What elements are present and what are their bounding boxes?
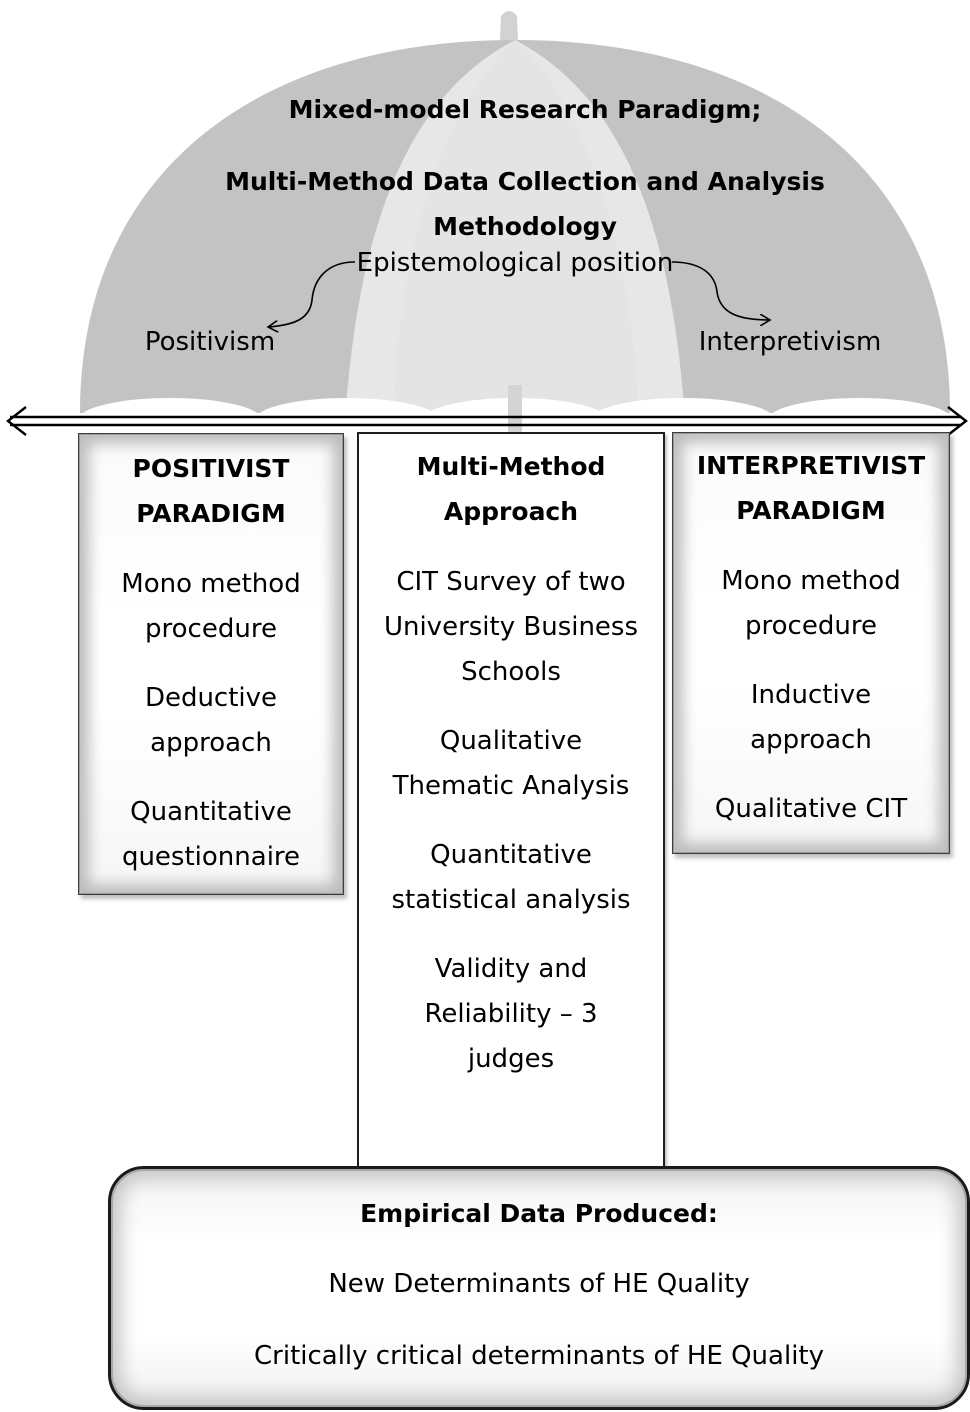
curved-arrow-right <box>671 261 770 320</box>
box-item-line: Schools <box>461 657 561 687</box>
positivism-label: Positivism <box>144 327 276 357</box>
positivist-paradigm-box: POSITIVIST PARADIGM Mono method procedur… <box>78 433 344 895</box>
box-item-line: University Business <box>383 612 639 642</box>
box-heading-line: PARADIGM <box>136 499 286 528</box>
umbrella-shaft <box>508 385 522 433</box>
box-item-line: questionnaire <box>121 842 301 872</box>
interpretivism-label: Interpretivism <box>698 327 882 357</box>
box-item-line: procedure <box>145 614 277 644</box>
empirical-data-box: Empirical Data Produced: New Determinant… <box>108 1166 970 1410</box>
box-item-line: judges <box>467 1044 555 1074</box>
box-item-line: CIT Survey of two <box>396 567 626 597</box>
epistemological-position-label: Epistemological position <box>356 248 674 278</box>
double-arrow <box>6 406 968 436</box>
box-heading-line: Approach <box>443 497 579 526</box>
umbrella-title-3: Methodology <box>433 212 617 241</box>
box-item-line: Mono method <box>721 566 901 596</box>
box-item-line: Inductive <box>750 680 872 710</box>
box-item-line: Qualitative <box>439 726 583 756</box>
box-item-line: Deductive <box>144 683 278 713</box>
box-item-line: approach <box>750 725 872 755</box>
box-heading-line: PARADIGM <box>736 496 886 525</box>
curved-arrow-left <box>268 261 356 327</box>
empirical-data-item: Critically critical determinants of HE Q… <box>254 1341 824 1371</box>
box-item-line: procedure <box>745 611 877 641</box>
box-item-line: Validity and <box>434 954 588 984</box>
box-item-line: Qualitative CIT <box>714 794 908 824</box>
box-heading-line: POSITIVIST <box>132 454 290 483</box>
empirical-data-item: New Determinants of HE Quality <box>328 1269 750 1299</box>
umbrella-title-1: Mixed-model Research Paradigm; <box>288 95 762 124</box>
multi-method-approach-box: Multi-Method Approach CIT Survey of two … <box>357 432 665 1168</box>
box-item-line: Reliability – 3 <box>424 999 598 1029</box>
umbrella-title-2: Multi-Method Data Collection and Analysi… <box>225 167 825 196</box>
box-item-line: Thematic Analysis <box>392 771 630 801</box>
box-heading-line: Multi-Method <box>416 452 606 481</box>
box-heading-line: INTERPRETIVIST <box>696 451 926 480</box>
interpretivist-paradigm-box: INTERPRETIVIST PARADIGM Mono method proc… <box>672 432 950 854</box>
umbrella-tip <box>500 11 518 42</box>
box-item-line: Mono method <box>121 569 301 599</box>
box-item-line: approach <box>150 728 272 758</box>
empirical-data-heading: Empirical Data Produced: <box>360 1199 718 1228</box>
box-item-line: Quantitative <box>430 840 592 870</box>
box-item-line: statistical analysis <box>391 885 631 915</box>
box-item-line: Quantitative <box>130 797 292 827</box>
